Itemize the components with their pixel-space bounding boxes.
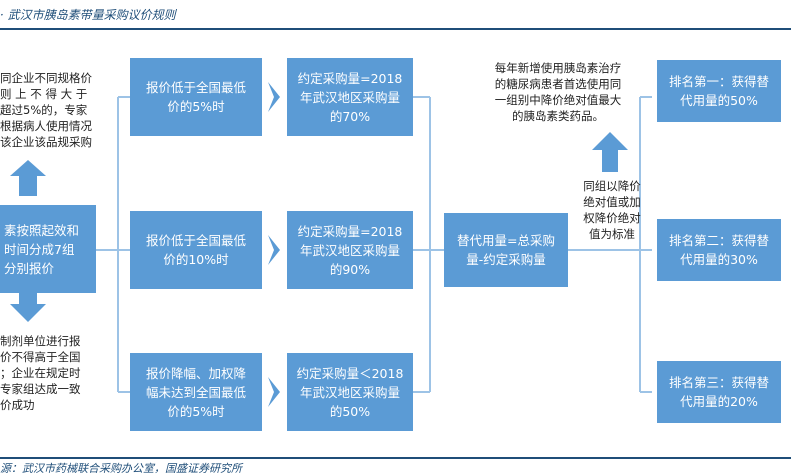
condition-box: 报价低于全国最低价的10%时 <box>130 211 262 289</box>
ranking-rule-note: 同组以降价 绝对值或加 权降价绝对 值为标准 <box>583 179 641 241</box>
rank-box: 排名第一：获得替代用量的50% <box>657 60 781 122</box>
header-rule <box>0 28 791 30</box>
source-note: 源：武汉市药械联合采购办公室，国盛证券研究所 <box>0 462 242 475</box>
left-connector <box>96 96 130 393</box>
arrow-right-icon <box>268 82 280 112</box>
arrow-up-icon <box>10 160 46 196</box>
rank-box: 排名第二：获得替代用量的30% <box>657 219 781 281</box>
condition-box: 报价低于全国最低价的5%时 <box>130 58 262 136</box>
arrow-up-icon <box>592 132 628 172</box>
header-title: · 武汉市胰岛素带量采购议价规则 <box>0 8 176 22</box>
priority-note: 每年新增使用胰岛素治疗 的糖尿病患者首选使用同 一组别中降价绝对值最大 的胰岛素… <box>494 61 622 123</box>
merge-connector <box>413 96 444 393</box>
rank-box: 排名第三：获得替代用量的20% <box>657 361 781 423</box>
arrow-right-icon <box>268 377 280 407</box>
substitute-volume-box: 替代用量=总采购量-约定采购量 <box>444 213 568 287</box>
footer-rule <box>0 457 791 459</box>
lower-rule-note: 制剂单位进行报 价不得高于全国 ；企业在规定时 专家组达成一致 价成功 <box>0 334 81 412</box>
upper-rule-note: 同企业不同规格价 则 上 不 得 大 于 超过5%的，专家 根据病人使用情况 该… <box>0 71 92 149</box>
condition-box: 报价降幅、加权降幅未达到全国最低价的5%时 <box>130 353 262 431</box>
rank-connector <box>568 96 652 393</box>
arrow-right-icon <box>268 235 280 265</box>
grouping-box: 素按照起效和 时间分成7组 分别报价 <box>0 205 96 293</box>
page-header: · 武汉市胰岛素带量采购议价规则 <box>0 0 791 30</box>
arrow-down-icon <box>10 285 46 322</box>
